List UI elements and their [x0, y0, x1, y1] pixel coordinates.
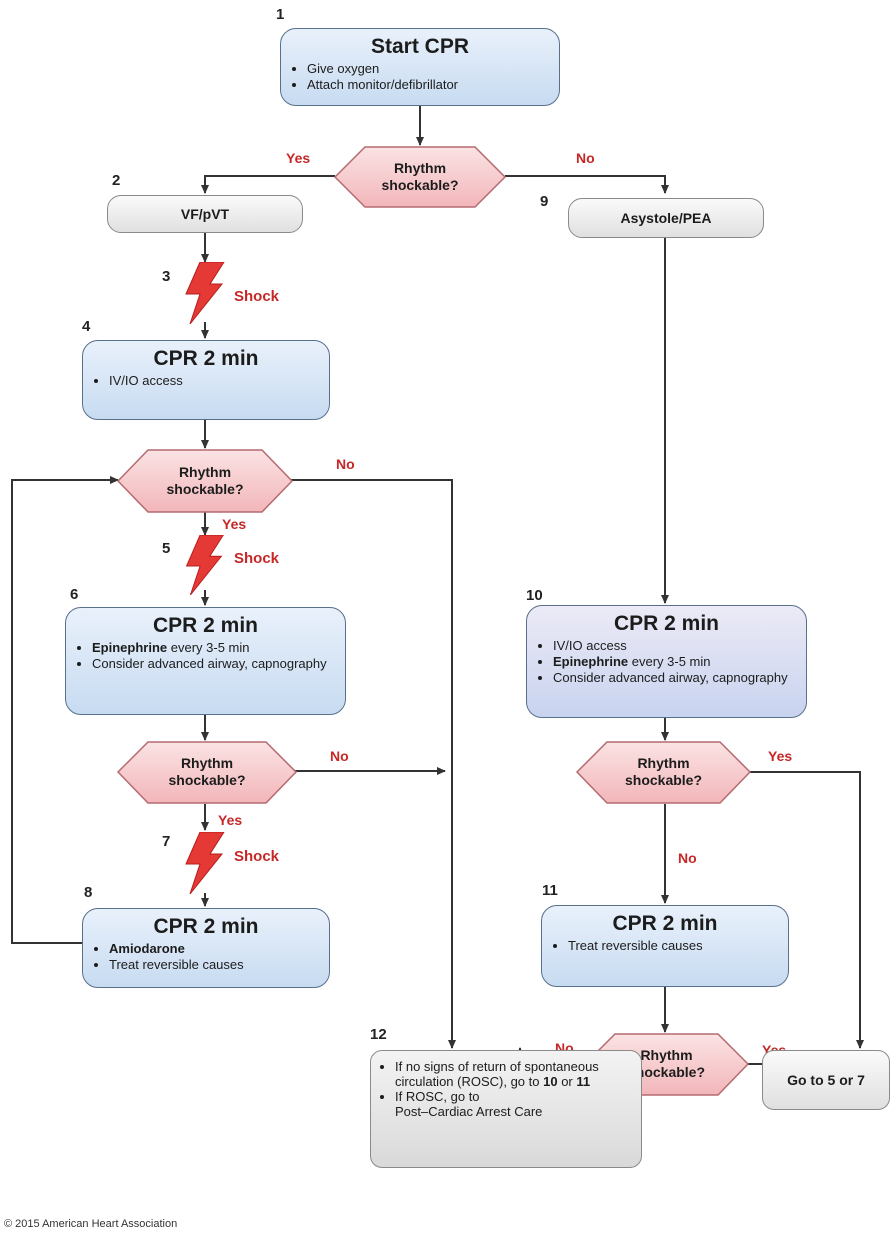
step-number-2: 2: [112, 172, 121, 189]
step-number-4: 4: [82, 318, 91, 335]
decision-line1: Rhythm: [180, 755, 234, 771]
step-number-6: 6: [70, 586, 79, 603]
epinephrine-text: Epinephrine: [553, 654, 629, 669]
cpr-10-title: CPR 2 min: [613, 612, 720, 635]
cpr-6-list: Epinephrine every 3-5 min Consider advan…: [76, 640, 335, 672]
no-label-3: No: [330, 748, 349, 764]
rosc-box-12: If no signs of return of spontaneous cir…: [370, 1050, 642, 1168]
start-cpr-list: Give oxygen Attach monitor/defibrillator: [291, 61, 549, 93]
rosc-item-no-signs: If no signs of return of spontaneous cir…: [395, 1059, 631, 1089]
cpr-box-11: CPR 2 min Treat reversible causes: [541, 905, 789, 987]
cpr-box-6: CPR 2 min Epinephrine every 3-5 min Cons…: [65, 607, 346, 715]
start-cpr-item-oxygen: Give oxygen: [307, 61, 549, 77]
cpr-box-10: CPR 2 min IV/IO access Epinephrine every…: [526, 605, 807, 718]
rosc-goto-10: 10: [543, 1074, 558, 1089]
decision-label-2: Rhythm shockable?: [148, 464, 262, 498]
cpr-box-4: CPR 2 min IV/IO access: [82, 340, 330, 420]
cpr-6-item-epinephrine: Epinephrine every 3-5 min: [92, 640, 335, 656]
start-cpr-title: Start CPR: [370, 35, 470, 58]
cpr-11-item-reversible: Treat reversible causes: [568, 938, 778, 954]
decision-line2: shockable?: [624, 772, 703, 788]
step-number-12: 12: [370, 1026, 387, 1043]
goto-5-or-7-box: Go to 5 or 7: [762, 1050, 890, 1110]
cpr-8-list: Amiodarone Treat reversible causes: [93, 941, 319, 973]
step-number-5: 5: [162, 540, 171, 557]
shock-label-3: Shock: [234, 848, 280, 865]
decision-line1: Rhythm: [178, 464, 232, 480]
rosc-list: If no signs of return of spontaneous cir…: [381, 1059, 631, 1119]
lightning-bolt-icon: [185, 262, 225, 324]
shock-label-2: Shock: [234, 550, 280, 567]
step-number-9: 9: [540, 193, 549, 210]
no-label-1: No: [576, 150, 595, 166]
yes-label-3: Yes: [218, 812, 243, 828]
asystole-pea-box: Asystole/PEA: [568, 198, 764, 238]
cpr-11-title: CPR 2 min: [612, 912, 718, 935]
rosc-text-b1: If ROSC, go to: [395, 1089, 480, 1104]
decision-line1: Rhythm: [393, 160, 447, 176]
epinephrine-dose: every 3-5 min: [167, 640, 250, 655]
cpr-8-item-reversible: Treat reversible causes: [109, 957, 319, 973]
lightning-bolt-icon: [185, 832, 225, 894]
step-number-7: 7: [162, 833, 171, 850]
cpr-8-title: CPR 2 min: [153, 915, 259, 938]
copyright-text: © 2015 American Heart Association: [4, 1218, 178, 1230]
cpr-4-list: IV/IO access: [93, 373, 319, 389]
step-number-8: 8: [84, 884, 93, 901]
yes-label-1: Yes: [286, 150, 311, 166]
cpr-10-item-ivio: IV/IO access: [553, 638, 796, 654]
no-label-4: No: [678, 850, 697, 866]
step-number-3: 3: [162, 268, 171, 285]
epinephrine-text: Epinephrine: [92, 640, 168, 655]
epinephrine-dose: every 3-5 min: [628, 654, 711, 669]
decision-line1: Rhythm: [637, 755, 690, 771]
no-label-2: No: [336, 456, 355, 472]
decision-label-4: Rhythm shockable?: [607, 755, 720, 789]
cpr-4-title: CPR 2 min: [153, 347, 259, 370]
start-cpr-box: Start CPR Give oxygen Attach monitor/def…: [280, 28, 560, 106]
cpr-4-item-ivio: IV/IO access: [109, 373, 319, 389]
decision-label-3: Rhythm shockable?: [148, 755, 266, 789]
cpr-11-list: Treat reversible causes: [552, 938, 778, 954]
post-arrest-care-text: Post–Cardiac Arrest Care: [395, 1104, 543, 1119]
decision-label-5: Rhythm shockable?: [615, 1047, 718, 1081]
step-number-10: 10: [526, 587, 543, 604]
yes-label-4: Yes: [768, 748, 793, 764]
yes-label-2: Yes: [222, 516, 247, 532]
decision-line2: shockable?: [627, 1064, 706, 1080]
decision-shape-3: [116, 741, 298, 804]
cpr-8-item-amiodarone: Amiodarone: [109, 941, 319, 957]
rosc-text-a1: If no signs of return of spontaneous cir…: [395, 1059, 599, 1089]
decision-line2: shockable?: [166, 481, 244, 497]
decision-label-1: Rhythm shockable?: [365, 160, 475, 194]
shock-label-1: Shock: [234, 288, 280, 305]
vf-pvt-box: VF/pVT: [107, 195, 303, 233]
decision-shape-4: [575, 741, 752, 804]
cpr-10-item-epinephrine: Epinephrine every 3-5 min: [553, 654, 796, 670]
decision-line2: shockable?: [381, 177, 459, 193]
decision-line2: shockable?: [168, 772, 246, 788]
step-number-1: 1: [276, 6, 285, 23]
decision-line1: Rhythm: [640, 1047, 693, 1063]
decision-shape-1: [333, 146, 507, 208]
lightning-bolt-icon: [185, 535, 224, 595]
decision-shape-2: [116, 449, 294, 513]
rosc-goto-11: 11: [576, 1074, 591, 1089]
start-cpr-item-monitor: Attach monitor/defibrillator: [307, 77, 549, 93]
rosc-text-a2: or: [557, 1074, 577, 1089]
amiodarone-text: Amiodarone: [109, 941, 185, 956]
cpr-6-title: CPR 2 min: [152, 614, 259, 637]
cpr-10-item-airway: Consider advanced airway, capnography: [553, 670, 796, 686]
cpr-10-list: IV/IO access Epinephrine every 3-5 min C…: [537, 638, 796, 686]
step-number-11: 11: [542, 882, 558, 899]
cpr-box-8: CPR 2 min Amiodarone Treat reversible ca…: [82, 908, 330, 988]
cpr-6-item-airway: Consider advanced airway, capnography: [92, 656, 335, 672]
